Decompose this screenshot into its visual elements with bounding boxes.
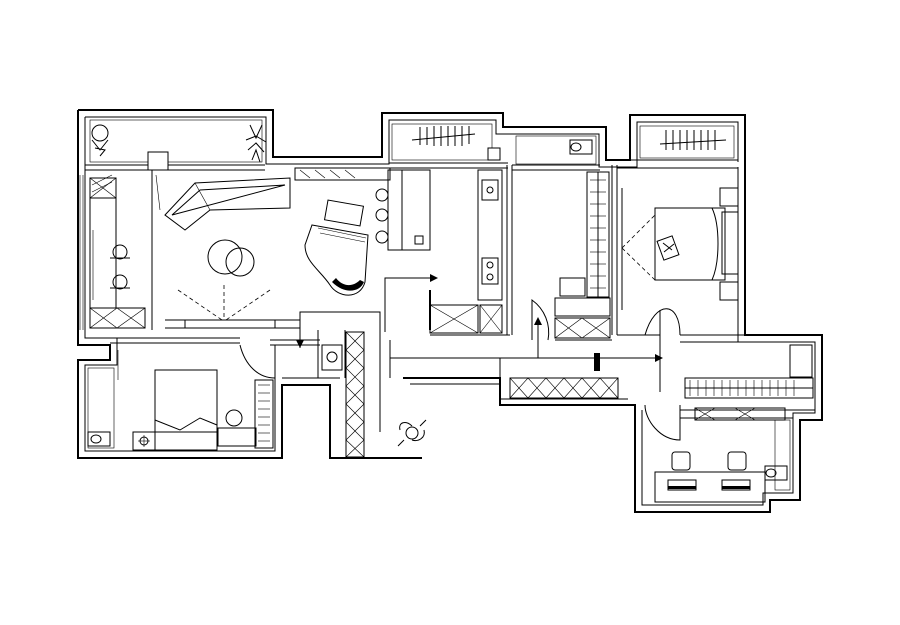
interior-walls [85, 159, 815, 419]
wardrobe-icon [254, 379, 274, 449]
door-swing-icon [531, 299, 550, 341]
outer-walls [77, 109, 823, 513]
sink-icon [481, 179, 499, 201]
chair-icon [217, 409, 257, 447]
kitchen [411, 126, 503, 334]
potted-plant-icon [245, 124, 267, 163]
window-lines [79, 119, 791, 491]
door-swing-icon [239, 344, 276, 379]
bar-stool-icon [375, 188, 389, 202]
desk [559, 277, 586, 297]
rug-outline [177, 285, 271, 321]
stove-icon [481, 257, 499, 285]
person-icon [397, 419, 427, 447]
bedroom-lower-left [87, 344, 276, 451]
toilet-icon [87, 431, 111, 447]
hallway [321, 331, 681, 458]
double-bed-icon [654, 187, 739, 301]
shoe-cabinet [509, 377, 619, 399]
wardrobe-icon [684, 377, 814, 399]
window-cabinet [294, 167, 391, 181]
cabinet-hatch [91, 174, 161, 211]
toilet-icon [764, 465, 788, 481]
desk [654, 471, 766, 503]
chair-icon [727, 451, 747, 471]
bar-counter [387, 169, 431, 251]
master-bedroom [621, 130, 739, 392]
bar-stool-icon [375, 230, 389, 244]
living-room [89, 124, 431, 329]
sofa-icon [164, 177, 291, 231]
coffee-table [225, 247, 255, 277]
hallway-storage [345, 331, 365, 458]
wardrobe-icon [411, 126, 476, 146]
tv-projection [621, 188, 656, 310]
door-swing-icon [644, 308, 681, 392]
tv-unit [184, 319, 276, 329]
tv-cabinet [89, 177, 146, 329]
flow-arrow-icon [296, 274, 663, 432]
sink-icon [321, 344, 343, 371]
potted-plant-icon [91, 124, 109, 157]
double-bed-icon [132, 369, 218, 451]
study-room [654, 344, 814, 503]
chair-icon [671, 451, 691, 471]
door-swing-icon [644, 404, 681, 441]
coffee-table [207, 239, 243, 275]
chair-icon [110, 244, 130, 260]
grand-piano-icon [304, 199, 369, 296]
kitchen-counter [477, 169, 503, 301]
toilet-icon [569, 139, 593, 155]
wardrobe-icon [659, 130, 727, 150]
wardrobe-icon [586, 171, 610, 298]
structural-column [147, 151, 169, 171]
bar-stool-icon [375, 208, 389, 222]
bedroom-middle [531, 139, 611, 341]
chair-icon [110, 274, 130, 290]
